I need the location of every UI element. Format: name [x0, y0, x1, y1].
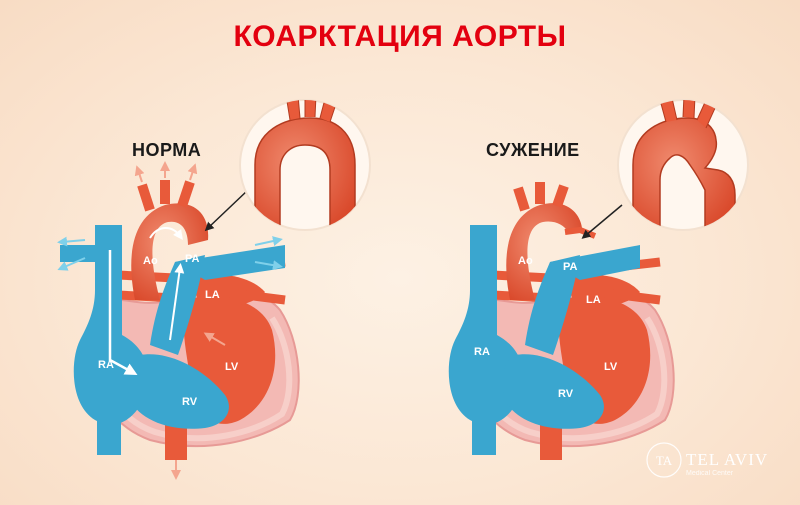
- label-la-narrowing: LA: [586, 294, 601, 306]
- pulmonary-artery-normal: [150, 255, 205, 355]
- brand-emblem: TA: [646, 442, 682, 478]
- label-ao-normal: Ao: [143, 255, 158, 267]
- aorta-normal: [131, 203, 209, 300]
- superior-vena-cava-narrowing: [472, 225, 496, 325]
- right-ventricle-narrowing: [502, 354, 604, 429]
- heart-normal: Ao PA LA LV RA RV: [57, 99, 371, 480]
- label-lv-narrowing: LV: [604, 361, 618, 373]
- panel-label-normal: НОРМА: [132, 140, 202, 160]
- panel-label-narrowing: СУЖЕНИЕ: [486, 140, 580, 160]
- label-ra-narrowing: RA: [474, 346, 490, 358]
- pulmonary-artery-narrowing: [525, 255, 580, 355]
- label-rv-normal: RV: [182, 396, 198, 408]
- label-pa-narrowing: PA: [563, 261, 578, 273]
- right-ventricle-normal: [127, 354, 229, 429]
- label-lv-normal: LV: [225, 361, 239, 373]
- label-pa-normal: PA: [185, 253, 200, 265]
- brand-name: TEL AVIV: [686, 450, 769, 469]
- heart-narrowing: Ao PA LA LV RA RV: [448, 99, 749, 460]
- label-ra-normal: RA: [98, 359, 114, 371]
- aorta-narrowing: [506, 203, 582, 300]
- descending-aorta-normal: [165, 420, 187, 460]
- inferior-vena-cava-normal: [97, 400, 121, 455]
- brand-logo: TEL AVIV Medical Center: [686, 450, 768, 477]
- zoom-aorta-narrowing: [632, 100, 736, 230]
- diagram-title: КОАРКТАЦИЯ АОРТЫ: [233, 20, 567, 53]
- brand-subtitle: Medical Center: [686, 470, 734, 477]
- label-la-normal: LA: [205, 289, 220, 301]
- inferior-vena-cava-narrowing: [472, 400, 496, 455]
- brand-monogram: TA: [656, 453, 673, 468]
- label-rv-narrowing: RV: [558, 388, 574, 400]
- descending-aorta-narrowing: [540, 420, 562, 460]
- label-ao-narrowing: Ao: [518, 255, 533, 267]
